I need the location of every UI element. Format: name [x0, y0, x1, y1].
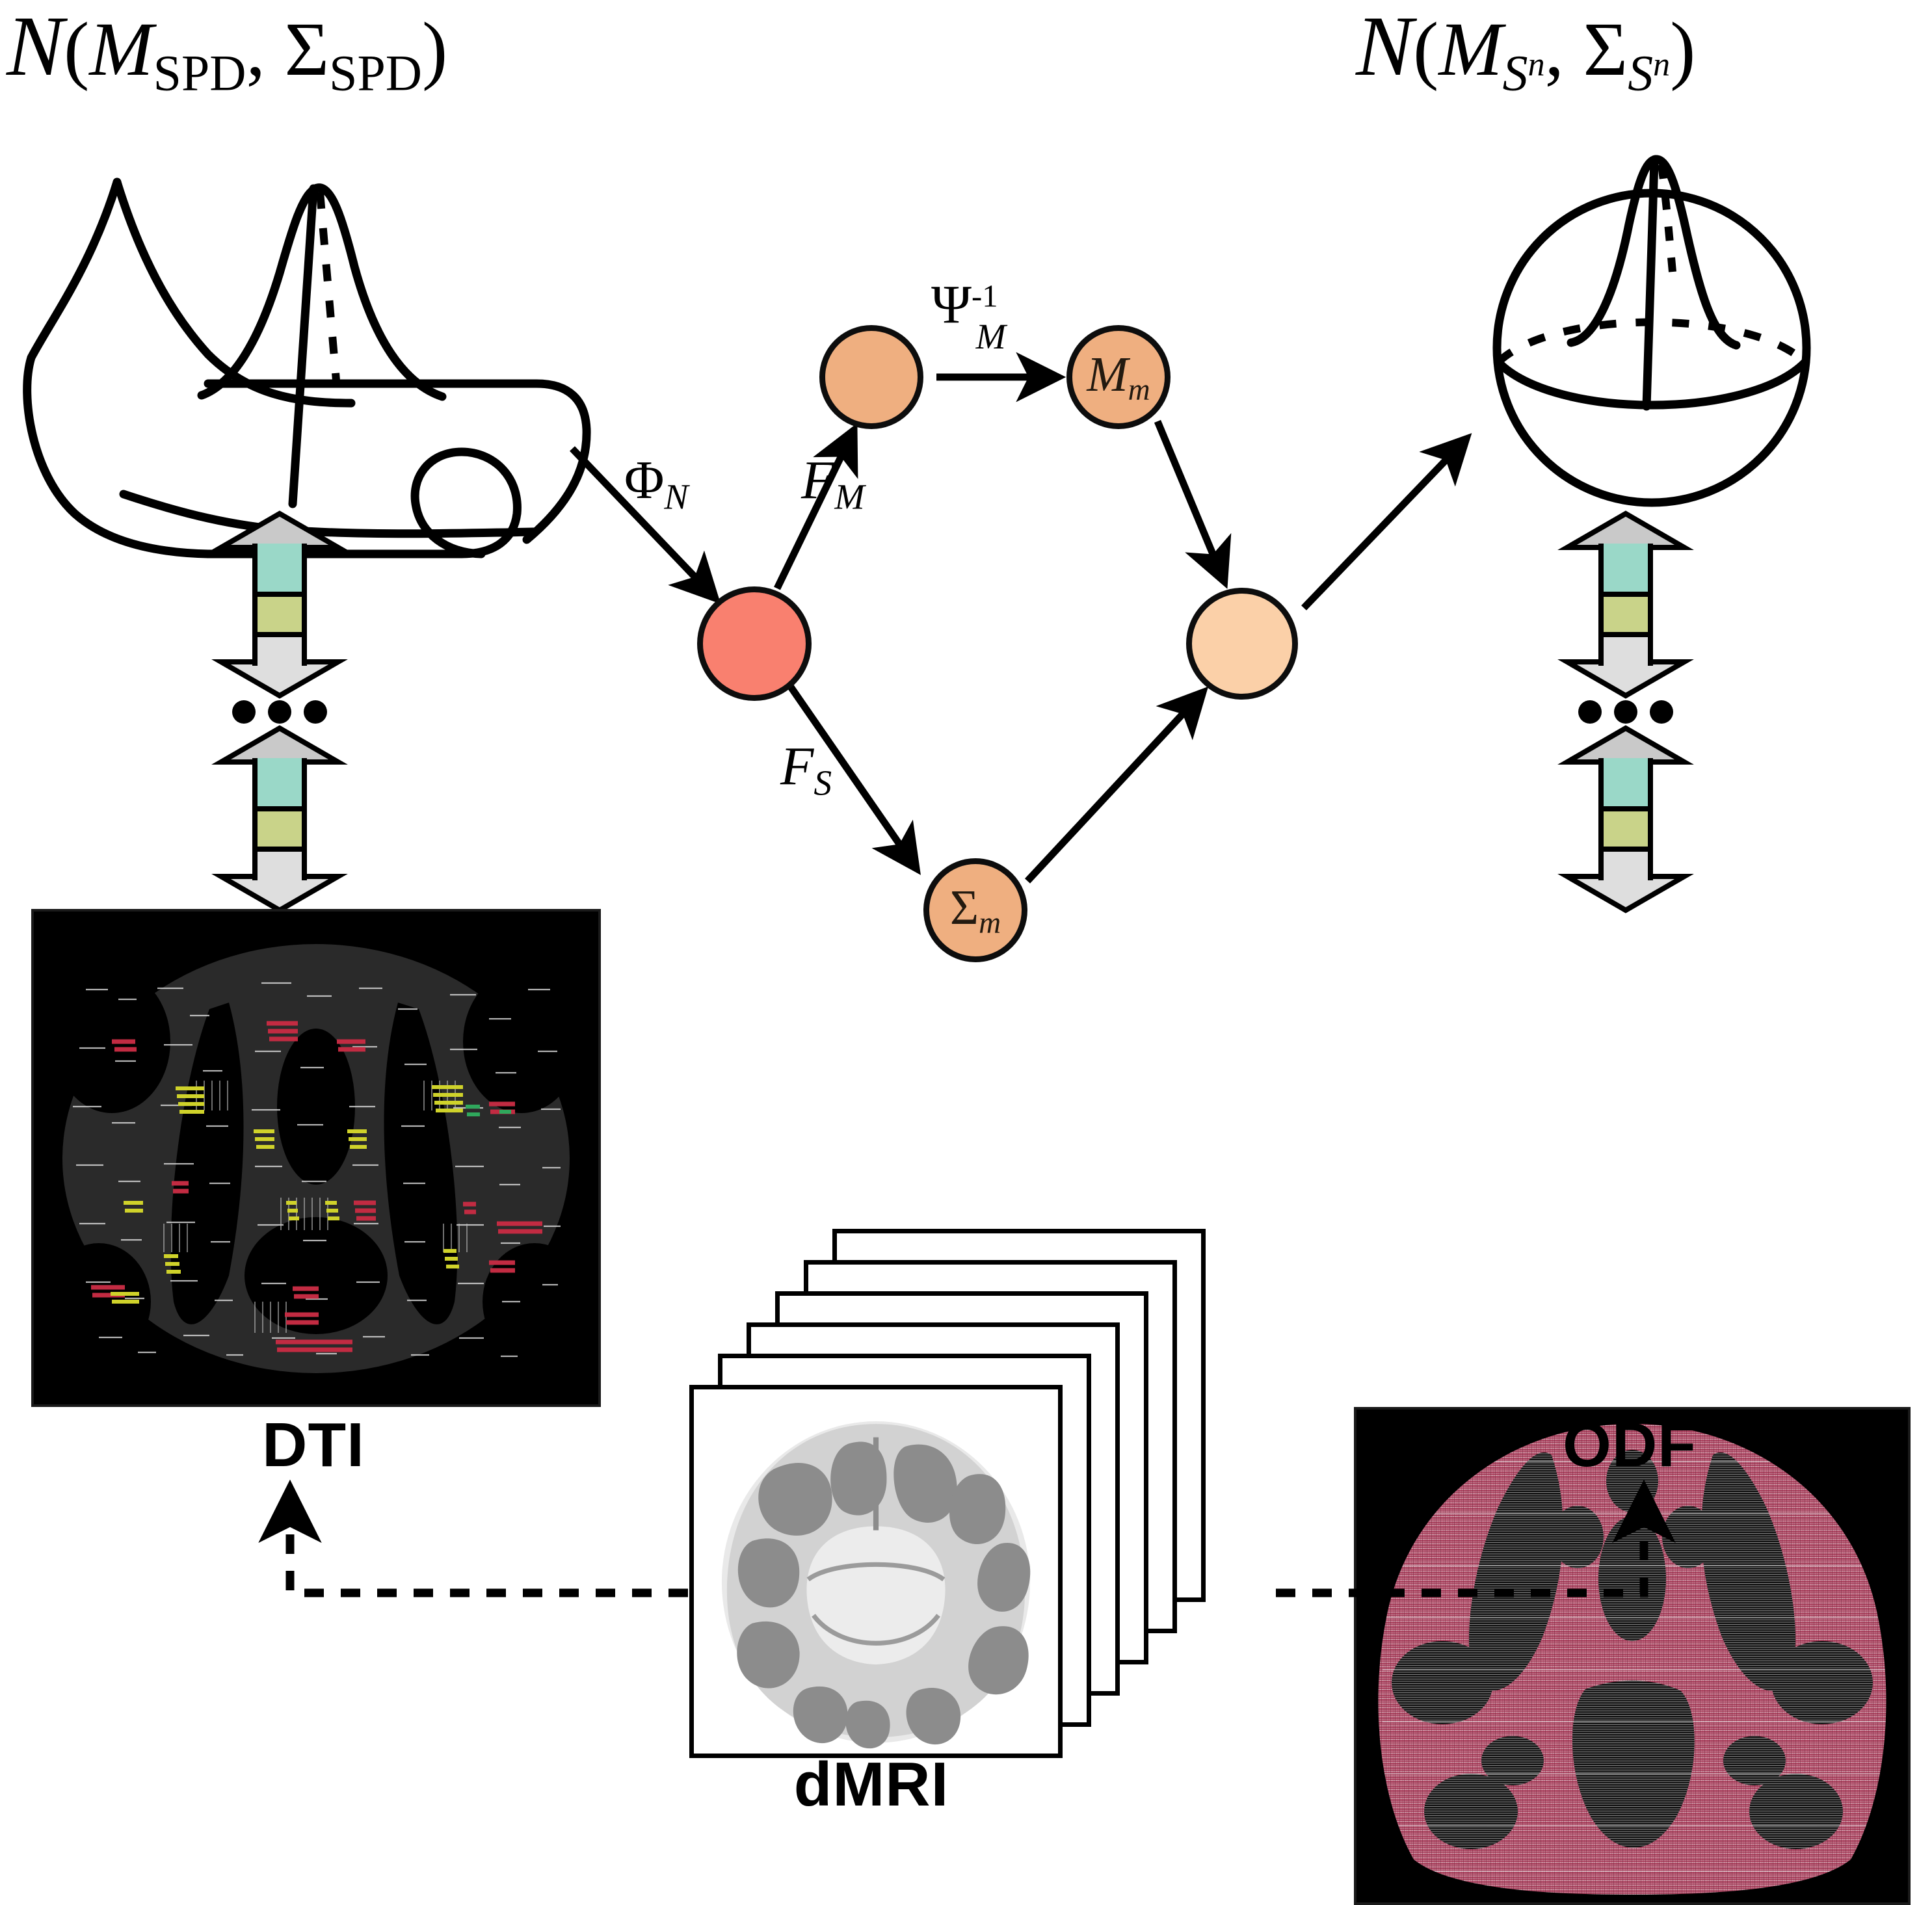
graph-node-z[interactable]: [697, 586, 812, 701]
edge-sigma-out: [1024, 686, 1209, 884]
graph-edges: [570, 352, 1472, 884]
connector-dmri-to-dti: [258, 1479, 688, 1597]
dmri-connectors: [258, 1479, 1676, 1597]
dti-panel-label: DTI: [262, 1410, 365, 1480]
cov-symbol-left: Σ: [284, 7, 330, 92]
edge-out-sphere: [1301, 433, 1472, 611]
paren-open-left: (: [64, 7, 90, 92]
edge-phi-n: [570, 446, 721, 604]
sphere-manifold-sketch: [1492, 155, 1811, 507]
mean-symbol-right: M: [1438, 7, 1503, 92]
cov-subscript-right: S: [1628, 45, 1654, 101]
cov-symbol-right: Σ: [1583, 7, 1628, 92]
graph-node-covariance[interactable]: Σm: [923, 858, 1027, 962]
left-arrow-ellipsis: [232, 700, 327, 724]
mean-subscript-right: S: [1502, 45, 1528, 101]
edge-label-psi-inverse: Ψ-1M: [931, 274, 1006, 356]
dti-panel[interactable]: [31, 909, 601, 1407]
left-stacked-arrows: [215, 514, 416, 917]
mean-sub-superscript-right: n: [1528, 46, 1545, 84]
edge-label-f-m: FM: [801, 450, 865, 517]
graph-node-mean[interactable]: Mm: [1066, 325, 1171, 429]
connector-dmri-to-odf: [1276, 1479, 1676, 1597]
script-n-symbol-right: N: [1356, 0, 1414, 94]
mean-subscript-left: SPD: [153, 45, 246, 101]
dmri-stack[interactable]: [689, 1229, 1275, 1758]
edge-label-phi-n: ΦN: [624, 450, 689, 517]
comma-right: ,: [1544, 7, 1583, 92]
mean-symbol-left: M: [89, 7, 153, 92]
paren-close-right: ): [1670, 7, 1696, 92]
dmri-brain-slice: [694, 1389, 1058, 1754]
paren-open-right: (: [1413, 7, 1439, 92]
right-distribution-title: N(MSn, ΣSn): [1356, 3, 1695, 99]
script-n-symbol-left: N: [7, 0, 64, 94]
edge-f-s: [787, 683, 921, 875]
dti-brain-slice: [34, 912, 598, 1404]
comma-left: ,: [246, 7, 285, 92]
odf-panel-label: ODF: [1563, 1410, 1697, 1480]
right-stacked-arrows: [1561, 514, 1762, 917]
graph-node-fm-output[interactable]: [819, 325, 923, 429]
graph-node-output[interactable]: [1186, 588, 1298, 700]
dmri-slice-card-front: [689, 1385, 1063, 1758]
graph-node-mean-label: Mm: [1087, 347, 1150, 408]
cov-subscript-left: SPD: [329, 45, 423, 101]
edge-f-m: [774, 423, 858, 590]
left-distribution-title: N(MSPD, ΣSPD): [7, 3, 447, 99]
edge-mm-out: [1154, 419, 1232, 589]
paren-close-left: ): [422, 7, 448, 92]
graph-node-covariance-label: Σm: [949, 880, 1001, 941]
right-arrow-ellipsis: [1578, 700, 1673, 724]
dmri-stack-label: dMRI: [793, 1750, 949, 1819]
cov-sub-superscript-right: n: [1653, 46, 1671, 84]
edge-label-f-s: FS: [780, 736, 832, 803]
